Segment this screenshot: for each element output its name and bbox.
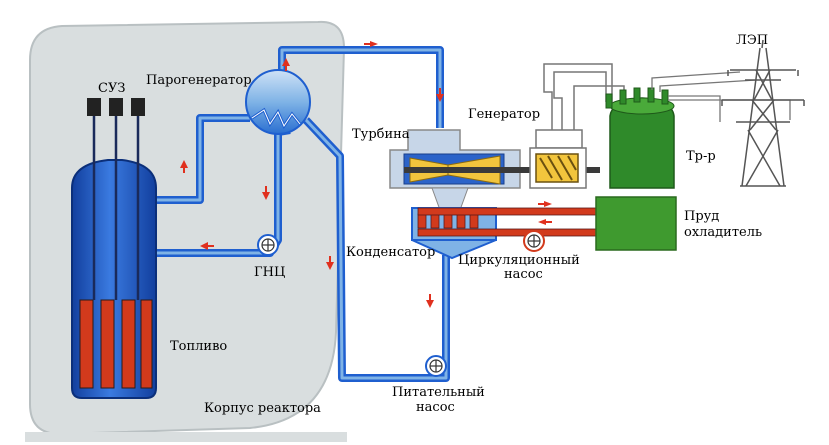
fuel-rod [140,299,153,389]
flow-arrow-icon [439,88,441,95]
flow-arrow-icon [436,94,444,102]
control-rod-drive [131,98,145,116]
flow-arrows [180,41,552,308]
control-rod-drive [87,98,101,116]
fuel-rod [100,299,115,389]
flow-arrow-icon [329,256,331,263]
label-power-line: ЛЭП [736,33,768,48]
label-feed-pump-1: Питательный [392,385,485,400]
cooling-tube [456,213,466,229]
circulation-pump-icon [523,230,545,252]
flow-arrow-icon [207,245,214,247]
flow-arrow-icon [200,242,208,250]
flow-arrow-icon [183,167,185,173]
main-circulation-pump-icon [257,234,279,256]
label-cooling-pond-2: охладитель [684,225,762,240]
flow-arrow-icon [285,65,287,71]
label-circulation-pump-2: насос [504,267,543,282]
label-cooling-pond-1: Пруд [684,209,719,224]
cooling-tube [417,213,427,229]
cooling-pond [595,196,677,251]
flow-arrow-icon [545,221,552,223]
transmission-tower-icon [721,39,805,187]
fuel-rod [79,299,94,389]
label-turbine: Турбина [352,127,410,142]
flow-arrow-icon [538,219,546,225]
flow-arrow-icon [282,58,290,66]
flow-arrow-icon [538,203,545,205]
flow-arrow-icon [265,186,267,193]
building-ground [25,432,347,442]
flow-arrow-icon [262,192,270,200]
flow-arrow-icon [426,300,434,308]
feed-pump-icon [425,355,447,377]
label-generator: Генератор [468,107,540,122]
steam-generator [245,69,311,135]
label-circulation-pump-1: Циркуляционный [458,253,580,268]
flow-arrow-icon [326,262,334,270]
turbine [389,129,600,211]
cooling-tube [469,213,479,229]
label-feed-pump-2: насос [416,400,455,415]
generator [529,63,625,189]
reactor-vessel [71,159,157,399]
cooling-tube [430,213,440,229]
flow-arrow-icon [364,43,371,45]
flow-arrow-icon [180,160,188,168]
control-rods [87,98,145,300]
label-suz: СУЗ [98,81,125,96]
label-condenser: Конденсатор [346,245,435,260]
control-rod-drive [109,98,123,116]
label-transformer: Тр-р [686,149,716,164]
fuel-rod [121,299,136,389]
cooling-tube [443,213,453,229]
label-reactor-vessel: Корпус реактора [204,401,321,416]
label-fuel: Топливо [170,339,227,354]
flow-arrow-icon [544,201,552,207]
transformer [605,71,791,189]
label-main-circulation-pump: ГНЦ [254,265,285,280]
label-steam-generator: Парогенератор [146,73,252,88]
flow-arrow-icon [429,294,431,301]
flow-arrow-icon [370,41,378,47]
